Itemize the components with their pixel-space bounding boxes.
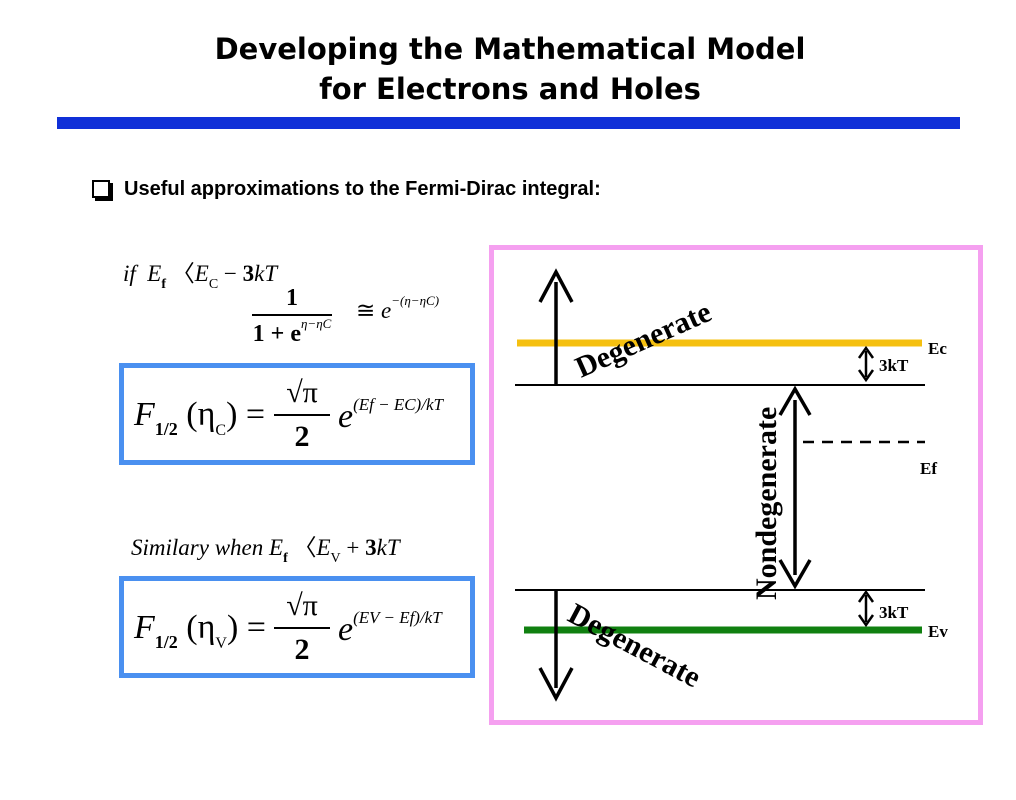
approx-denominator: 1 + eη−ηC (252, 316, 332, 353)
cond1-three: 3 (242, 261, 255, 286)
ef-label: Ef (920, 459, 937, 478)
eq1-close: ) (226, 396, 238, 433)
cond2-relation: 〈 (293, 535, 317, 560)
nondegenerate-arrow-up-icon (778, 385, 812, 416)
band-diagram-frame (489, 245, 983, 725)
approx-den-prefix: 1 + e (252, 321, 301, 347)
approx-fraction: 1 1 + eη−ηC (252, 284, 332, 353)
nondegenerate-label: Nondegenerate (750, 407, 783, 600)
cond1-kt: kT (254, 261, 278, 286)
bullet-text: Useful approximations to the Fermi-Dirac… (124, 177, 601, 200)
cond2-v-sub: V (330, 551, 341, 566)
eq2-lhs: F1/2 (ηV) = (134, 609, 266, 652)
equation-box-conduction: F1/2 (ηC) = √π 2 e(Ef − EC)/kT (119, 363, 475, 465)
eq1-equals: = (245, 396, 266, 433)
eq2-fraction-line (274, 627, 330, 629)
degenerate-down-arrow-icon (538, 667, 574, 702)
cond2-kt: kT (376, 535, 400, 560)
eq1-e: e (338, 398, 354, 435)
bullet-item: Useful approximations to the Fermi-Dirac… (92, 174, 601, 204)
eq1-exponent: (Ef − EC)/kT (353, 395, 443, 414)
eq1-fraction: √π 2 (274, 374, 330, 456)
eq2-fraction: √π 2 (274, 587, 330, 669)
eq2-exponential: e(EV − Ef)/kT (338, 608, 442, 649)
cond1-e: E (147, 261, 162, 286)
eq2-e: e (338, 611, 354, 648)
cond2-e: E (269, 535, 284, 560)
eq1-exponential: e(Ef − EC)/kT (338, 395, 443, 436)
eq1-f: F (134, 396, 155, 433)
eq1-sqrt-pi: √π (286, 376, 318, 409)
approx-fraction-line (252, 314, 332, 316)
cond2-f-sub: f (283, 551, 288, 566)
approx-rhs-exponent: −(η−ηC) (391, 293, 440, 308)
cond2-three: 3 (365, 535, 377, 560)
approx-den-exponent: η−ηC (300, 316, 332, 331)
cond2-ev: E (316, 535, 331, 560)
ec-label: Ec (928, 339, 947, 358)
condition-ev: Similary when Ef 〈EV + 3kT (131, 528, 400, 566)
cond1-ec: E (194, 261, 209, 286)
eq2-arg-sub: V (215, 635, 227, 652)
eq1-fraction-line (274, 414, 330, 416)
checkbox-bullet-icon (92, 180, 110, 198)
three-kt-bottom-arrowheads-icon (857, 589, 875, 628)
eq2-f: F (134, 609, 155, 646)
condition-ec: if Ef 〈EC − 3kT (123, 254, 278, 292)
three-kt-top-arrowheads-icon (857, 345, 875, 383)
slide-title-line2: for Electrons and Holes (319, 72, 701, 106)
cond1-relation: 〈 (171, 261, 195, 286)
eq2-sqrt-pi: √π (286, 589, 318, 622)
eq2-arg: (η (186, 609, 216, 646)
eq1-arg-sub: C (215, 422, 227, 439)
eq1-two: 2 (294, 420, 310, 453)
title-underline-bar (57, 117, 960, 129)
approx-numerator: 1 (286, 285, 298, 311)
cond2-text: Similary when (131, 535, 264, 560)
eq2-sub: 1/2 (154, 632, 178, 652)
eq2-exponent: (EV − Ef)/kT (353, 608, 442, 627)
eq2-equals: = (246, 609, 266, 646)
degenerate-up-arrow-icon (538, 268, 574, 303)
ev-label: Ev (928, 622, 948, 641)
cond1-minus: − (223, 261, 237, 286)
eq2-two: 2 (294, 633, 310, 666)
eq1-lhs: F1/2 (ηC) = (134, 396, 266, 439)
equation-box-valence: F1/2 (ηV) = √π 2 e(EV − Ef)/kT (119, 576, 475, 678)
cond1-if: if (123, 261, 136, 286)
three-kt-top-label: 3kT (879, 356, 909, 375)
approx-symbol: ≅ (356, 298, 376, 323)
eq1-arg: (η (186, 396, 216, 433)
approx-rhs: ≅ e−(η−ηC) (356, 293, 439, 324)
cond1-f-sub: f (161, 277, 167, 292)
approx-e: e (381, 298, 392, 323)
nondegenerate-arrow-down-icon (778, 559, 812, 590)
eq1-sub: 1/2 (154, 419, 178, 439)
three-kt-bottom-label: 3kT (879, 603, 909, 622)
slide-title-line1: Developing the Mathematical Model (214, 32, 806, 66)
cond2-plus: + (346, 535, 360, 560)
degenerate-bottom-label: Degenerate (563, 597, 706, 694)
eq2-close: ) (226, 609, 239, 646)
cond1-c-sub: C (208, 277, 219, 292)
